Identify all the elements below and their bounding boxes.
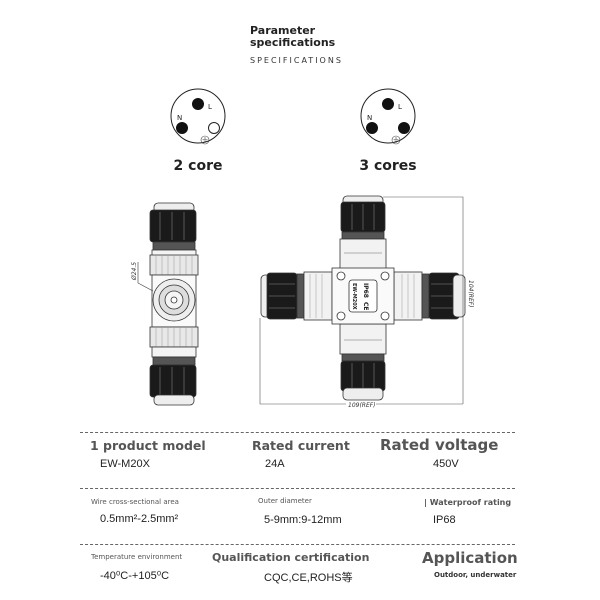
diameter-dimension: Ø24.5 — [131, 262, 138, 281]
spec-value-temperature: -40⁰C-+105⁰C — [100, 570, 170, 582]
live-label: L — [208, 103, 212, 111]
pinout-2-core-label: 2 core — [173, 158, 223, 174]
page-title: Parameter specifications — [250, 24, 336, 49]
pinout-3-cores-label: 3 cores — [359, 158, 417, 174]
pinout-3-cores-diagram: L N — [360, 88, 416, 145]
pinout-2-core-diagram: L N — [170, 88, 226, 145]
live-pin — [382, 98, 394, 110]
spec-label-product-model: 1 product model — [90, 438, 206, 453]
marking-rating: IP68 — [362, 283, 369, 298]
spec-value-outer-diameter: 5-9mm:9-12mm — [264, 514, 342, 526]
width-dimension: 109(REF) — [348, 402, 376, 409]
neutral-label: N — [367, 114, 372, 122]
marking-model: EW-M20X — [351, 283, 357, 310]
connector-side-view — [137, 202, 199, 406]
live-label: L — [398, 103, 402, 111]
spec-label-rated-current: Rated current — [252, 438, 350, 453]
ground-icon — [391, 135, 401, 145]
spec-value-wire-area: 0.5mm²-2.5mm² — [100, 513, 179, 525]
neutral-label: N — [177, 114, 182, 122]
divider — [80, 432, 515, 433]
neutral-pin — [366, 122, 378, 134]
divider — [80, 544, 515, 545]
spec-label-application: Application — [422, 549, 518, 567]
spec-value-product-model: EW-M20X — [100, 458, 150, 470]
spec-value-rated-current: 24A — [265, 458, 285, 470]
spec-value-rated-voltage: 450V — [433, 458, 459, 470]
spec-label-certification: Qualification certification — [212, 551, 370, 564]
spec-label-waterproof-rating: | Waterproof rating — [424, 498, 512, 507]
spec-label-outer-diameter: Outer diameter — [258, 497, 312, 505]
marking-ce: CE — [362, 302, 369, 311]
divider — [80, 488, 515, 489]
spec-value-certification: CQC,CE,ROHS等 — [264, 572, 353, 584]
ground-icon — [200, 135, 210, 145]
live-pin — [192, 98, 204, 110]
neutral-pin — [176, 122, 188, 134]
spec-label-wire-area: Wire cross-sectional area — [91, 498, 179, 506]
spec-label-temperature: Temperature environment — [91, 553, 183, 561]
connector-cross-view — [259, 195, 466, 405]
page-subtitle: SPECIFICATIONS — [250, 56, 343, 65]
earth-pin — [398, 122, 410, 134]
height-dimension: 104(REF) — [467, 280, 474, 308]
spec-label-rated-voltage: Rated voltage — [380, 436, 499, 454]
spec-value-waterproof-rating: IP68 — [433, 514, 456, 526]
spec-value-application: Outdoor, underwater — [434, 571, 517, 579]
empty-pin — [208, 122, 220, 134]
